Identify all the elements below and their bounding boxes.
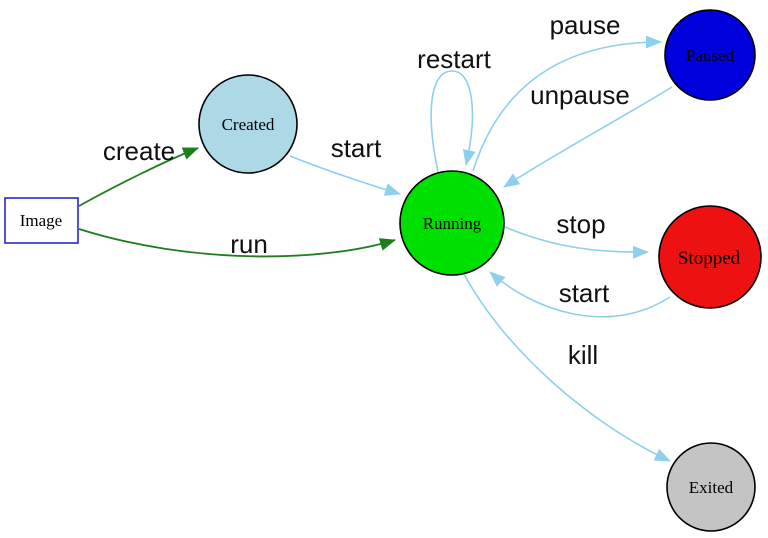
paused-label: Paused <box>686 46 735 65</box>
created-label: Created <box>222 115 275 134</box>
edge-label-start-2: start <box>559 278 610 308</box>
image-label: Image <box>20 211 62 230</box>
edge-start-created-running <box>289 155 401 196</box>
edge-restart-loop <box>430 70 476 173</box>
edge-label-kill: kill <box>568 340 598 370</box>
edge-label-pause: pause <box>550 10 621 40</box>
paused-circle <box>664 9 756 101</box>
edge-label-start-1: start <box>331 133 382 163</box>
node-image: Image <box>4 197 79 244</box>
edges-layer <box>78 35 673 462</box>
running-circle <box>399 170 505 276</box>
edge-labels-layer: create run start restart pause unpause s… <box>103 10 630 370</box>
edge-label-run: run <box>230 229 268 259</box>
node-exited: Exited <box>666 442 756 532</box>
edge-pause <box>472 35 662 172</box>
created-circle <box>198 74 298 174</box>
edge-label-unpause: unpause <box>530 80 630 110</box>
node-created: Created <box>198 74 298 174</box>
edge-unpause <box>503 86 673 188</box>
stopped-circle <box>658 205 762 309</box>
edge-stop <box>504 226 649 259</box>
edge-run <box>78 228 396 258</box>
exited-circle <box>666 442 756 532</box>
node-paused: Paused <box>664 9 756 101</box>
running-label: Running <box>423 214 482 233</box>
nodes-layer: Image Created Running Paused Stopped Exi <box>4 9 762 532</box>
edge-label-create: create <box>103 136 175 166</box>
exited-label: Exited <box>689 478 734 497</box>
stopped-label: Stopped <box>678 248 741 269</box>
edge-create <box>78 147 199 207</box>
node-running: Running <box>399 170 505 276</box>
edge-label-stop: stop <box>556 209 605 239</box>
node-stopped: Stopped <box>658 205 762 309</box>
image-box <box>4 197 79 244</box>
edge-label-restart: restart <box>417 44 491 74</box>
edge-start-stopped-running <box>489 271 671 318</box>
edge-kill <box>463 273 671 462</box>
